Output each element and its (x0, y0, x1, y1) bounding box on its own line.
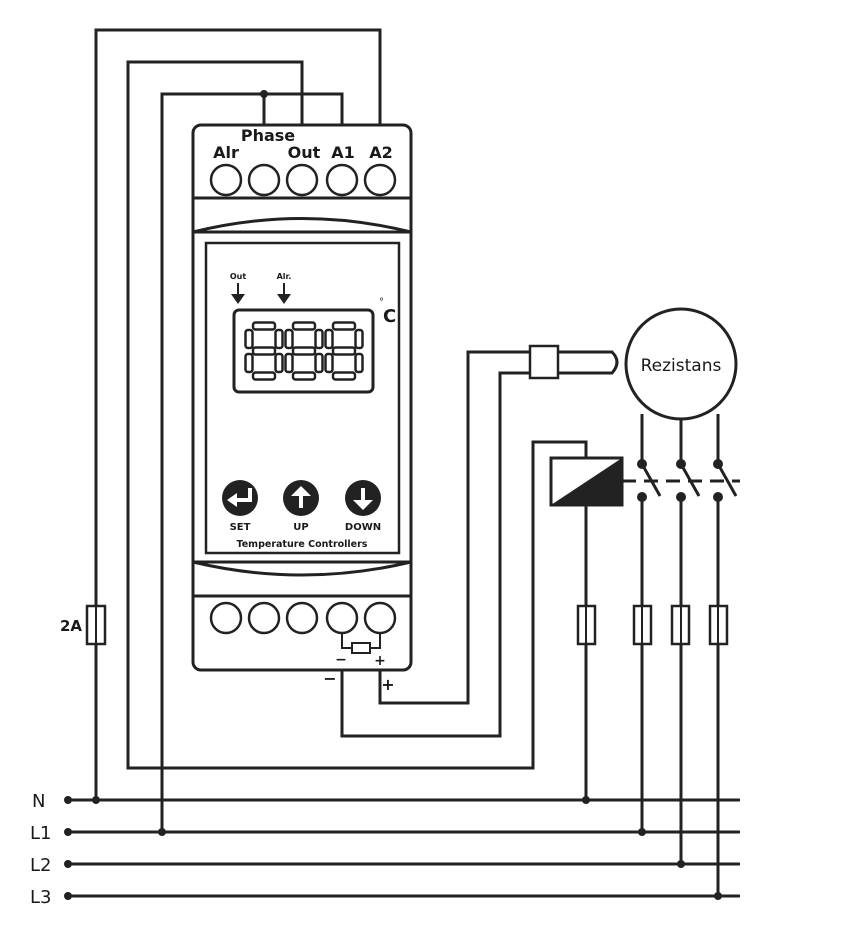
terminal-label-alr: Alr (213, 143, 239, 162)
segment-a (291, 321, 317, 331)
contactor-pole-2 (676, 419, 701, 868)
temperature-sensor (528, 344, 560, 380)
top-terminals (209, 163, 397, 197)
segment-c (354, 352, 364, 374)
terminal-a2 (363, 163, 397, 197)
up-button-label: UP (293, 522, 308, 533)
up-arrow-icon (291, 486, 311, 508)
contactor (549, 414, 740, 900)
sensor-plus-label: + (381, 675, 394, 694)
segment-f (284, 328, 294, 350)
inner-minus-label: − (335, 652, 347, 668)
bus-lines: N L1 L2 L3 (30, 791, 740, 908)
inner-plus-label: + (374, 653, 386, 669)
terminal-label-a1: A1 (331, 143, 355, 162)
contactor-pole-3 (713, 414, 738, 900)
contactor-pole-1 (637, 414, 662, 836)
seven-segment-digit (324, 321, 364, 381)
set-button[interactable]: SET (222, 480, 258, 533)
unit-celsius: C (383, 306, 396, 327)
up-button[interactable]: UP (283, 480, 319, 533)
sensor-minus-label: − (323, 669, 336, 688)
fuse-label: 2A (60, 617, 82, 635)
segment-f (244, 328, 254, 350)
down-pointer-icon (231, 283, 245, 304)
terminal-out (285, 163, 319, 197)
segment-c (274, 352, 284, 374)
segment-d (331, 371, 357, 381)
down-arrow-icon (353, 488, 373, 510)
segment-d (291, 371, 317, 381)
down-pointer-icon (277, 283, 291, 304)
bus-label-l3: L3 (30, 887, 51, 908)
down-button[interactable]: DOWN (345, 480, 381, 533)
bus-label-n: N (32, 791, 45, 812)
top-wiring (92, 28, 588, 836)
enter-arrow-icon (227, 488, 252, 507)
segment-a (251, 321, 277, 331)
segment-e (284, 352, 294, 374)
degree-symbol: ° (379, 297, 384, 308)
down-button-label: DOWN (345, 522, 381, 533)
segment-d (251, 371, 277, 381)
segment-g (251, 346, 277, 356)
segment-g (331, 346, 357, 356)
seven-segment-readout (244, 321, 364, 381)
terminal-label-a2: A2 (369, 143, 393, 162)
device-caption: Temperature Controllers (237, 539, 368, 550)
segment-f (324, 328, 334, 350)
segment-c (314, 352, 324, 374)
indicator-label-out: Out (230, 272, 246, 281)
sensor-wiring: − + (323, 344, 619, 738)
terminal-sensor-minus (325, 601, 359, 635)
terminal-label-phase: Phase (241, 126, 295, 145)
terminal-sensor-plus (363, 601, 397, 635)
temperature-controller: Phase Alr Out A1 A2 − + Out (191, 123, 413, 672)
segment-b (314, 328, 324, 350)
segment-e (244, 352, 254, 374)
bus-label-l2: L2 (30, 855, 51, 876)
fuse-2a: 2A (60, 604, 107, 646)
load-label: Rezistans (641, 356, 722, 376)
segment-b (274, 328, 284, 350)
bottom-terminals (209, 601, 397, 635)
terminal-phase (247, 163, 281, 197)
segment-g (291, 346, 317, 356)
bus-label-l1: L1 (30, 823, 51, 844)
load-rezistans: Rezistans (624, 307, 738, 421)
segment-a (331, 321, 357, 331)
seven-segment-digit (284, 321, 324, 381)
set-button-label: SET (230, 522, 251, 533)
terminal-label-out: Out (288, 143, 321, 162)
segment-e (324, 352, 334, 374)
indicator-label-alr: Alr. (277, 272, 292, 281)
terminal-a1 (325, 163, 359, 197)
segment-b (354, 328, 364, 350)
seven-segment-digit (244, 321, 284, 381)
terminal-alr (209, 163, 243, 197)
